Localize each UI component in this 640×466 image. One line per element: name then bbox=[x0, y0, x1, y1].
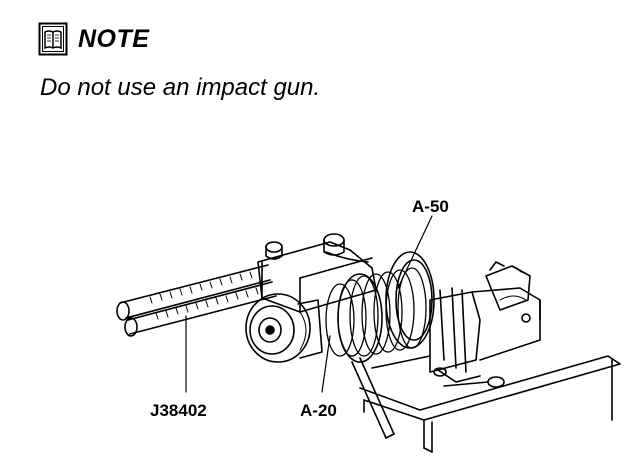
callout-a20: A-20 bbox=[300, 401, 337, 420]
disc-a50 bbox=[337, 251, 435, 363]
compressor-body bbox=[371, 261, 541, 373]
note-title: NOTE bbox=[78, 24, 150, 53]
workbench bbox=[359, 355, 621, 453]
vise-handle bbox=[433, 367, 505, 388]
callout-j38402: J38402 bbox=[150, 401, 207, 420]
note-header: NOTE bbox=[38, 22, 149, 56]
clutch-hub bbox=[245, 293, 323, 363]
puller-rods bbox=[116, 264, 277, 337]
book-icon bbox=[38, 22, 68, 56]
note-text: Do not use an impact gun. bbox=[40, 74, 321, 101]
puller-head bbox=[257, 233, 377, 313]
callout-a50: A-50 bbox=[412, 197, 449, 216]
lever-handle bbox=[351, 357, 395, 439]
leader-lines bbox=[185, 215, 433, 393]
